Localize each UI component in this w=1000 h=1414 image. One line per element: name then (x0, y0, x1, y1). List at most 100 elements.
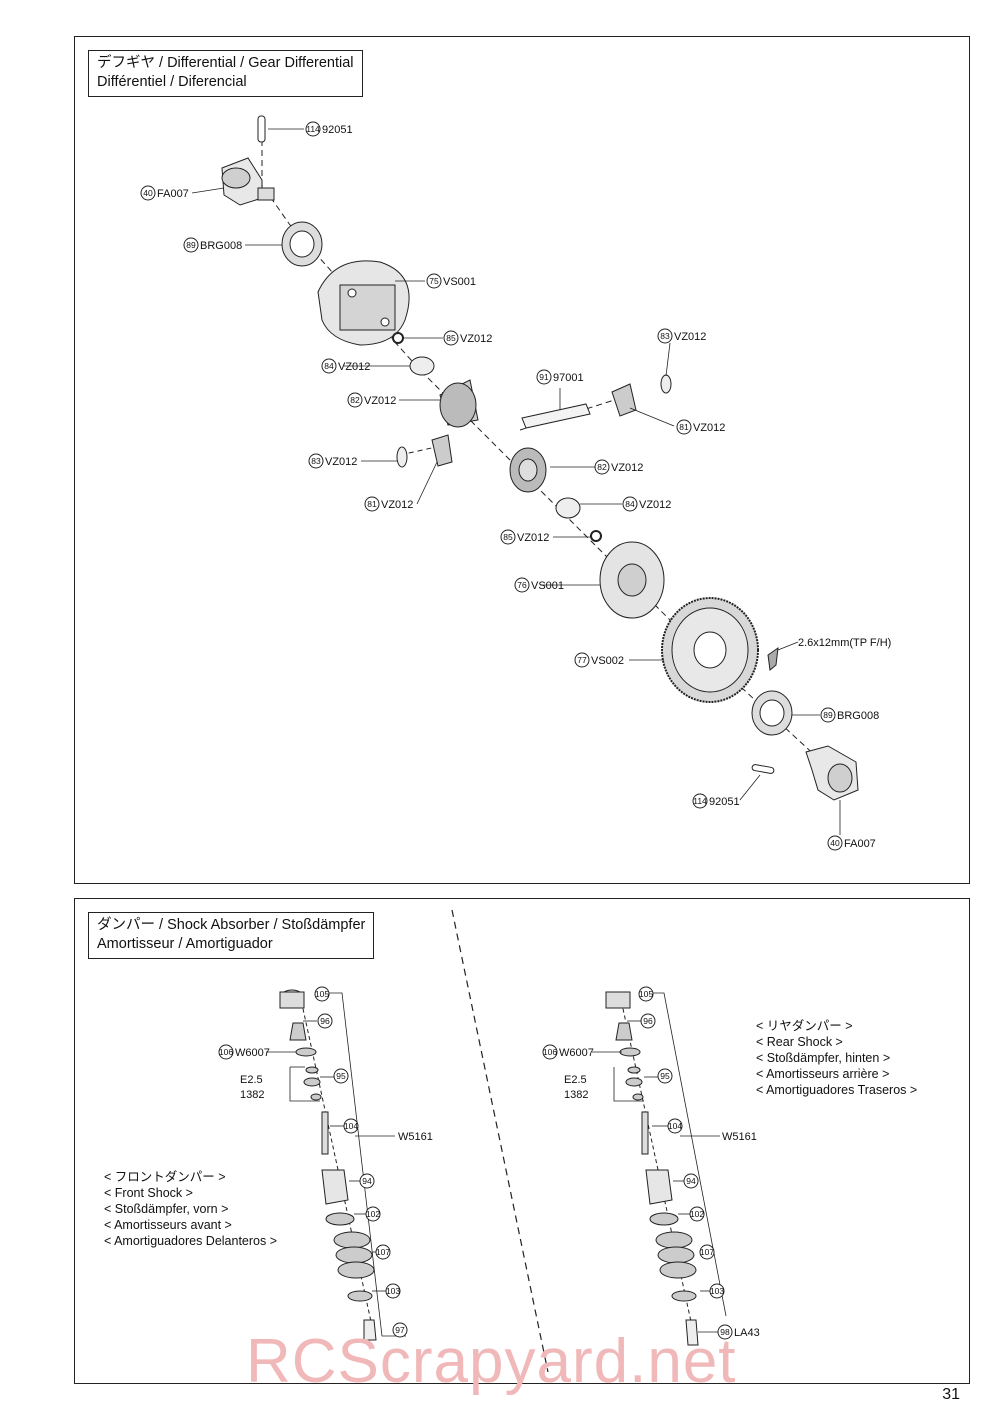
differential-title: デフギヤ / Differential / Gear Differential … (88, 50, 363, 97)
svg-text:97001: 97001 (553, 372, 584, 384)
svg-text:FA007: FA007 (157, 188, 189, 200)
svg-text:40: 40 (830, 838, 840, 848)
svg-text:40: 40 (143, 188, 153, 198)
spur-gear (661, 597, 759, 703)
svg-text:81: 81 (367, 499, 377, 509)
svg-text:E2.5: E2.5 (240, 1074, 263, 1086)
rear-caption-line: < リヤダンパー > (756, 1019, 853, 1033)
front-part-labels: 105 96 95 104 94 102 107 103 97 106 W600… (218, 986, 433, 1338)
rear-caption-line: < Rear Shock > (756, 1035, 843, 1049)
svg-text:114: 114 (306, 124, 320, 134)
svg-text:106: 106 (543, 1047, 557, 1057)
svg-text:85: 85 (503, 532, 513, 542)
shock-panel (74, 898, 970, 1384)
pinion-1 (431, 434, 453, 467)
differential-title-line2: Différentiel / Diferencial (97, 74, 247, 90)
svg-text:77: 77 (577, 655, 587, 665)
svg-text:95: 95 (336, 1071, 346, 1081)
differential-title-line1: デフギヤ / Differential / Gear Differential (97, 55, 354, 71)
pin-top (257, 115, 266, 143)
svg-text:106: 106 (219, 1047, 233, 1057)
front-shock (279, 989, 377, 1341)
front-caption-line: < Stoßdämpfer, vorn > (104, 1202, 229, 1216)
svg-text:92051: 92051 (709, 796, 740, 808)
differential-diagram: 114 92051 40 FA007 89 BRG008 75 VS001 85… (140, 115, 891, 851)
svg-text:1382: 1382 (240, 1089, 264, 1101)
svg-text:81: 81 (679, 422, 689, 432)
shock-title-line2: Amortisseur / Amortiguador (97, 936, 273, 952)
svg-text:103: 103 (386, 1286, 400, 1296)
page-number: 31 (942, 1386, 960, 1403)
svg-text:VZ012: VZ012 (381, 499, 413, 511)
washer-4 (555, 497, 581, 519)
shock-title-line1: ダンパー / Shock Absorber / Stoßdämpfer (97, 917, 366, 933)
svg-text:1382: 1382 (564, 1089, 588, 1101)
svg-text:94: 94 (686, 1176, 696, 1186)
svg-text:105: 105 (639, 989, 653, 999)
bevel-gear-1 (439, 379, 479, 428)
bevel-gear-2 (509, 447, 547, 493)
svg-text:114: 114 (693, 796, 707, 806)
svg-text:W6007: W6007 (559, 1047, 594, 1059)
svg-text:W6007: W6007 (235, 1047, 270, 1059)
svg-text:83: 83 (660, 331, 670, 341)
svg-text:76: 76 (517, 580, 527, 590)
front-caption-line: < Amortiguadores Delanteros > (104, 1234, 278, 1248)
cup-joint-top (221, 157, 275, 206)
svg-text:VZ012: VZ012 (611, 462, 643, 474)
bearing-top (281, 221, 323, 267)
watermark: RCScrapyard.net (246, 1327, 737, 1396)
svg-text:VZ012: VZ012 (674, 331, 706, 343)
svg-text:82: 82 (597, 462, 607, 472)
screw (767, 646, 779, 671)
front-caption-line: < フロントダンパー > (104, 1170, 226, 1184)
svg-text:VZ012: VZ012 (639, 499, 671, 511)
svg-text:FA007: FA007 (844, 838, 876, 850)
washer-2 (396, 446, 408, 468)
diff-housing (599, 541, 665, 619)
rear-caption-line: < Amortisseurs arrière > (756, 1067, 890, 1081)
diff-case (317, 260, 410, 346)
cup-joint-bottom (805, 745, 859, 801)
svg-text:102: 102 (690, 1209, 704, 1219)
svg-text:VZ012: VZ012 (364, 395, 396, 407)
svg-text:84: 84 (324, 361, 334, 371)
svg-text:VZ012: VZ012 (460, 333, 492, 345)
svg-text:83: 83 (311, 456, 321, 466)
svg-text:82: 82 (350, 395, 360, 405)
svg-text:98: 98 (720, 1327, 730, 1337)
svg-text:95: 95 (660, 1071, 670, 1081)
svg-text:96: 96 (643, 1016, 653, 1026)
svg-text:85: 85 (446, 333, 456, 343)
svg-text:VZ012: VZ012 (325, 456, 357, 468)
svg-text:BRG008: BRG008 (200, 240, 242, 252)
svg-text:VS002: VS002 (591, 655, 624, 667)
svg-text:LA43: LA43 (734, 1327, 760, 1339)
rear-leader-lines (592, 992, 727, 1333)
svg-text:104: 104 (344, 1121, 358, 1131)
rear-shock (605, 991, 699, 1346)
svg-text:E2.5: E2.5 (564, 1074, 587, 1086)
rear-part-labels: 105 96 95 104 94 102 107 103 98 LA43 106… (542, 986, 760, 1340)
svg-text:92051: 92051 (322, 124, 353, 136)
svg-text:84: 84 (625, 499, 635, 509)
svg-text:105: 105 (315, 989, 329, 999)
svg-text:BRG008: BRG008 (837, 710, 879, 722)
svg-text:89: 89 (186, 240, 196, 250)
front-caption-line: < Amortisseurs avant > (104, 1218, 232, 1232)
svg-text:97: 97 (395, 1325, 405, 1335)
svg-text:107: 107 (700, 1247, 714, 1257)
svg-text:96: 96 (320, 1016, 330, 1026)
svg-text:104: 104 (668, 1121, 682, 1131)
shaft (521, 403, 591, 429)
svg-text:VS001: VS001 (443, 276, 476, 288)
svg-text:94: 94 (362, 1176, 372, 1186)
svg-text:W5161: W5161 (398, 1131, 433, 1143)
svg-text:91: 91 (539, 372, 549, 382)
svg-text:VZ012: VZ012 (693, 422, 725, 434)
shock-title: ダンパー / Shock Absorber / Stoßdämpfer Amor… (88, 912, 375, 959)
svg-text:VZ012: VZ012 (338, 361, 370, 373)
part-labels: 114 92051 40 FA007 89 BRG008 75 VS001 85… (140, 121, 891, 851)
pin-bottom (751, 764, 775, 774)
